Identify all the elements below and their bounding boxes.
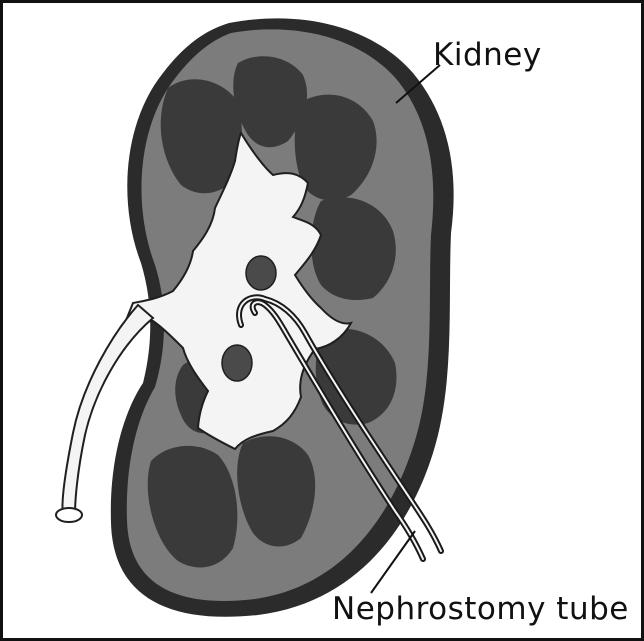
stone [246,256,276,290]
kidney-illustration [3,3,641,638]
label-kidney: Kidney [433,37,542,73]
ureter-opening [56,508,82,522]
label-nephrostomy-tube: Nephrostomy tube [332,591,629,627]
stone [222,345,252,381]
